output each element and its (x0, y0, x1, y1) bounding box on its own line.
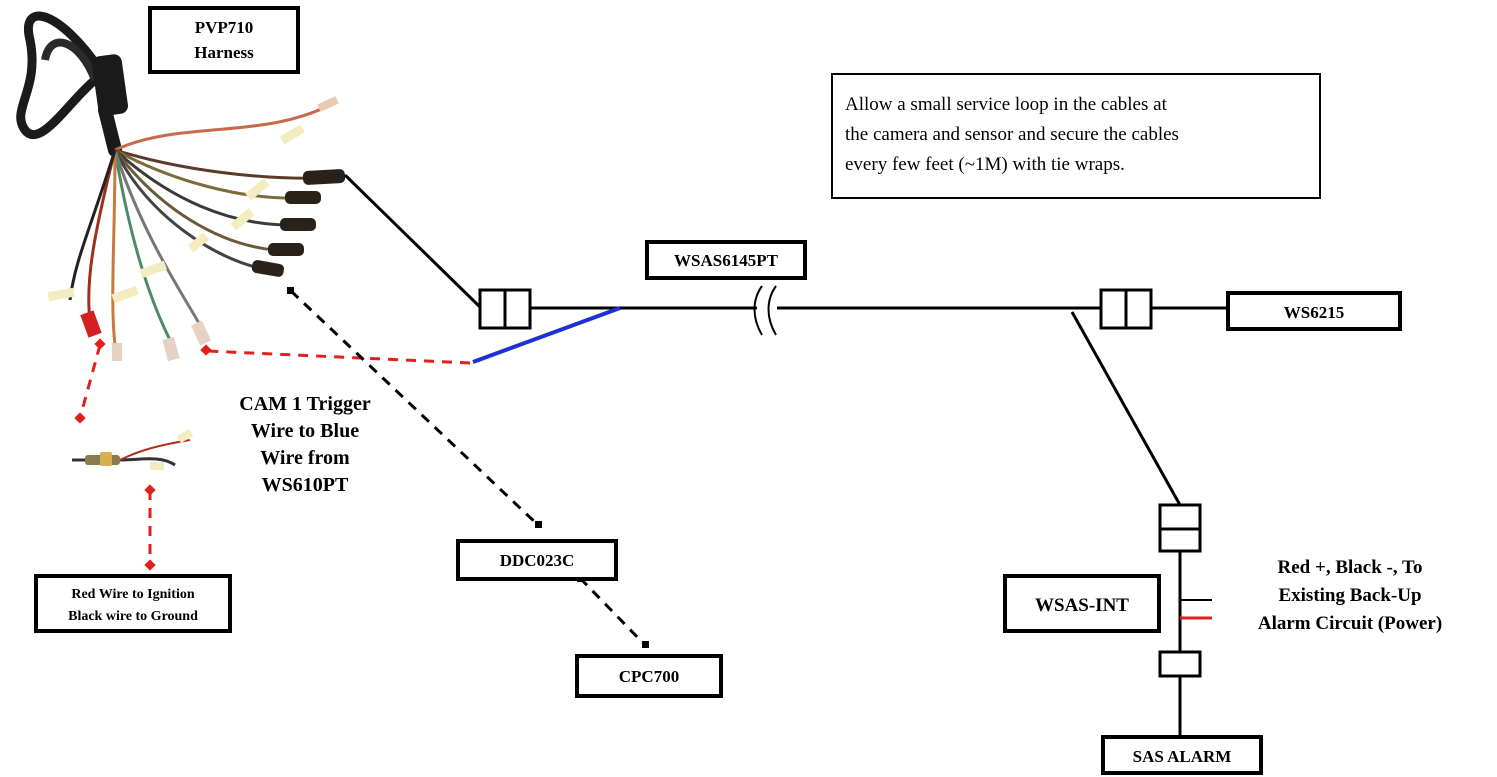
cable-lines (343, 173, 1228, 737)
ignition-wire-image (72, 429, 194, 470)
wsas-int-label-box: WSAS-INT (1003, 574, 1161, 633)
cam-trigger-line4: WS610PT (262, 474, 349, 496)
harness-label-line2: Harness (194, 43, 254, 62)
connector-wsas-int-bottom (1158, 650, 1202, 678)
power-note-line1: Red +, Black -, To (1278, 557, 1423, 578)
sas-alarm-label: SAS ALARM (1133, 747, 1232, 766)
cam-trigger-line3: Wire from (260, 447, 350, 469)
ignition-label-box: Red Wire to Ignition Black wire to Groun… (34, 574, 232, 633)
ws6215-label-box: WS6215 (1226, 291, 1402, 331)
note-line1: Allow a small service loop in the cables… (845, 94, 1168, 115)
cam-trigger-line2: Wire to Blue (251, 420, 359, 442)
note-line3: every few feet (~1M) with tie wraps. (845, 154, 1125, 175)
pvp710-harness-image (16, 11, 346, 362)
power-note-line3: Alarm Circuit (Power) (1258, 613, 1442, 634)
power-note: Red +, Black -, To Existing Back-Up Alar… (1258, 557, 1442, 634)
wsas-int-label: WSAS-INT (1035, 595, 1129, 616)
wsas6145pt-label: WSAS6145PT (674, 251, 779, 270)
harness-label-line1: PVP710 (195, 18, 254, 37)
ignition-label-line2: Black wire to Ground (68, 609, 198, 624)
sas-alarm-label-box: SAS ALARM (1101, 735, 1263, 775)
dashed-red-end-points (74, 338, 212, 571)
ignition-label-line1: Red Wire to Ignition (71, 587, 195, 602)
connector-ws6215-side (1099, 288, 1153, 330)
cable-break-mark (753, 285, 777, 336)
dashed-black-links (289, 289, 647, 647)
wsas6145pt-label-box: WSAS6145PT (645, 240, 807, 280)
power-note-line2: Existing Back-Up (1278, 585, 1421, 606)
cpc700-label: CPC700 (619, 667, 679, 686)
note-line2: the camera and sensor and secure the cab… (845, 124, 1179, 145)
ddc023c-label: DDC023C (500, 551, 575, 570)
harness-label-box: PVP710 Harness (148, 6, 300, 74)
ddc023c-label-box: DDC023C (456, 539, 618, 581)
service-loop-note-box: Allow a small service loop in the cables… (831, 73, 1321, 199)
connector-wsas-int-top (1158, 503, 1202, 553)
ws6215-label: WS6215 (1284, 303, 1344, 322)
blue-trigger-wire (472, 306, 621, 364)
connector-harness-side (478, 288, 532, 330)
dashed-red-links (78, 344, 471, 565)
cam-trigger-line1: CAM 1 Trigger (239, 393, 371, 415)
cpc700-label-box: CPC700 (575, 654, 723, 698)
cam-trigger-note: CAM 1 Trigger Wire to Blue Wire from WS6… (239, 393, 371, 496)
